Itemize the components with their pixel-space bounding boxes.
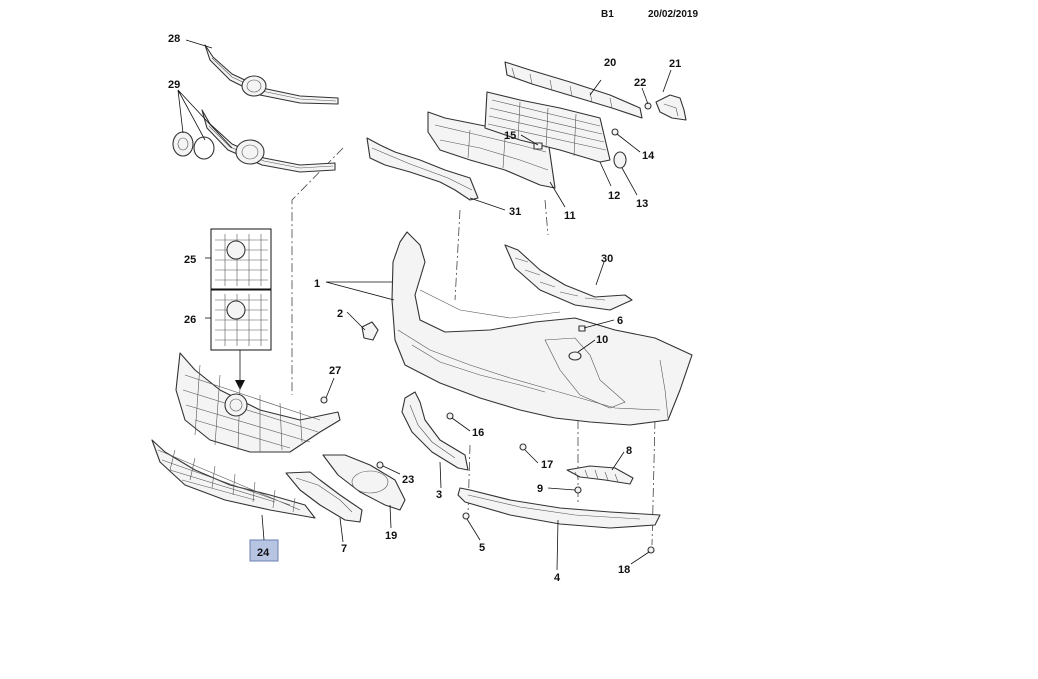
part-20-impact-absorber <box>504 61 643 119</box>
callout-21: 21 <box>669 58 681 70</box>
callout-12: 12 <box>608 190 620 202</box>
part-14-clip <box>611 128 619 136</box>
callout-1: 1 <box>314 278 320 290</box>
part-3-lower-strip <box>401 391 469 471</box>
part-2-bracket <box>361 321 379 341</box>
part-1-bumper-cover <box>391 231 693 426</box>
callout-4: 4 <box>554 572 561 584</box>
callout-11: 11 <box>564 210 576 222</box>
part-12-air-shutter <box>484 91 611 163</box>
callout-28: 28 <box>168 33 180 45</box>
callout-9: 9 <box>537 483 543 495</box>
callout-2: 2 <box>337 308 343 320</box>
callout-27: 27 <box>329 365 341 377</box>
detail-box-26 <box>210 289 272 351</box>
part-15-clip <box>533 142 543 150</box>
callout-3: 3 <box>436 489 442 501</box>
callout-31: 31 <box>509 206 521 218</box>
callout-19: 19 <box>385 530 397 542</box>
part-10-clip <box>568 351 582 361</box>
part-4-lip-spoiler <box>457 487 661 529</box>
part-28-upper-grille-bar <box>204 44 339 105</box>
callout-16: 16 <box>472 427 484 439</box>
callout-24: 24 <box>257 547 270 559</box>
part-6-clip <box>578 325 586 332</box>
leader-lines <box>177 39 672 571</box>
callout-8: 8 <box>626 445 632 457</box>
callout-17: 17 <box>541 459 553 471</box>
callout-6: 6 <box>617 315 623 327</box>
callout-15: 15 <box>504 130 516 142</box>
callout-22: 22 <box>634 77 646 89</box>
detail-arrow <box>235 350 245 390</box>
part-8-trim-insert <box>566 465 634 485</box>
part-main-grille <box>175 352 341 453</box>
part-29-grille-bar-emblem <box>172 109 336 173</box>
callout-10: 10 <box>596 334 608 346</box>
callout-26: 26 <box>184 314 196 326</box>
part-24-lower-grille <box>151 439 316 519</box>
part-19-fog-bezel <box>322 454 406 511</box>
callout-14: 14 <box>642 150 655 162</box>
callout-25: 25 <box>184 254 196 266</box>
callout-7: 7 <box>341 543 347 555</box>
part-21-bracket <box>655 94 687 121</box>
callout-18: 18 <box>618 564 630 576</box>
callout-23: 23 <box>402 474 414 486</box>
part-13-cap <box>613 151 627 169</box>
detail-box-25 <box>210 228 272 290</box>
callouts: 28 29 25 26 1 2 27 20 21 22 15 14 13 12 … <box>168 33 681 584</box>
callout-20: 20 <box>604 57 616 69</box>
part-fasteners <box>320 396 655 554</box>
callout-30: 30 <box>601 253 613 265</box>
part-30-grille-insert <box>504 244 633 311</box>
callout-13: 13 <box>636 198 648 210</box>
callout-29: 29 <box>168 79 180 91</box>
part-7-fog-bezel <box>285 471 363 523</box>
part-11-bumper-carrier <box>427 111 556 189</box>
callout-5: 5 <box>479 542 485 554</box>
diagram-code: B1 <box>601 9 614 20</box>
diagram-date: 20/02/2019 <box>648 9 698 20</box>
